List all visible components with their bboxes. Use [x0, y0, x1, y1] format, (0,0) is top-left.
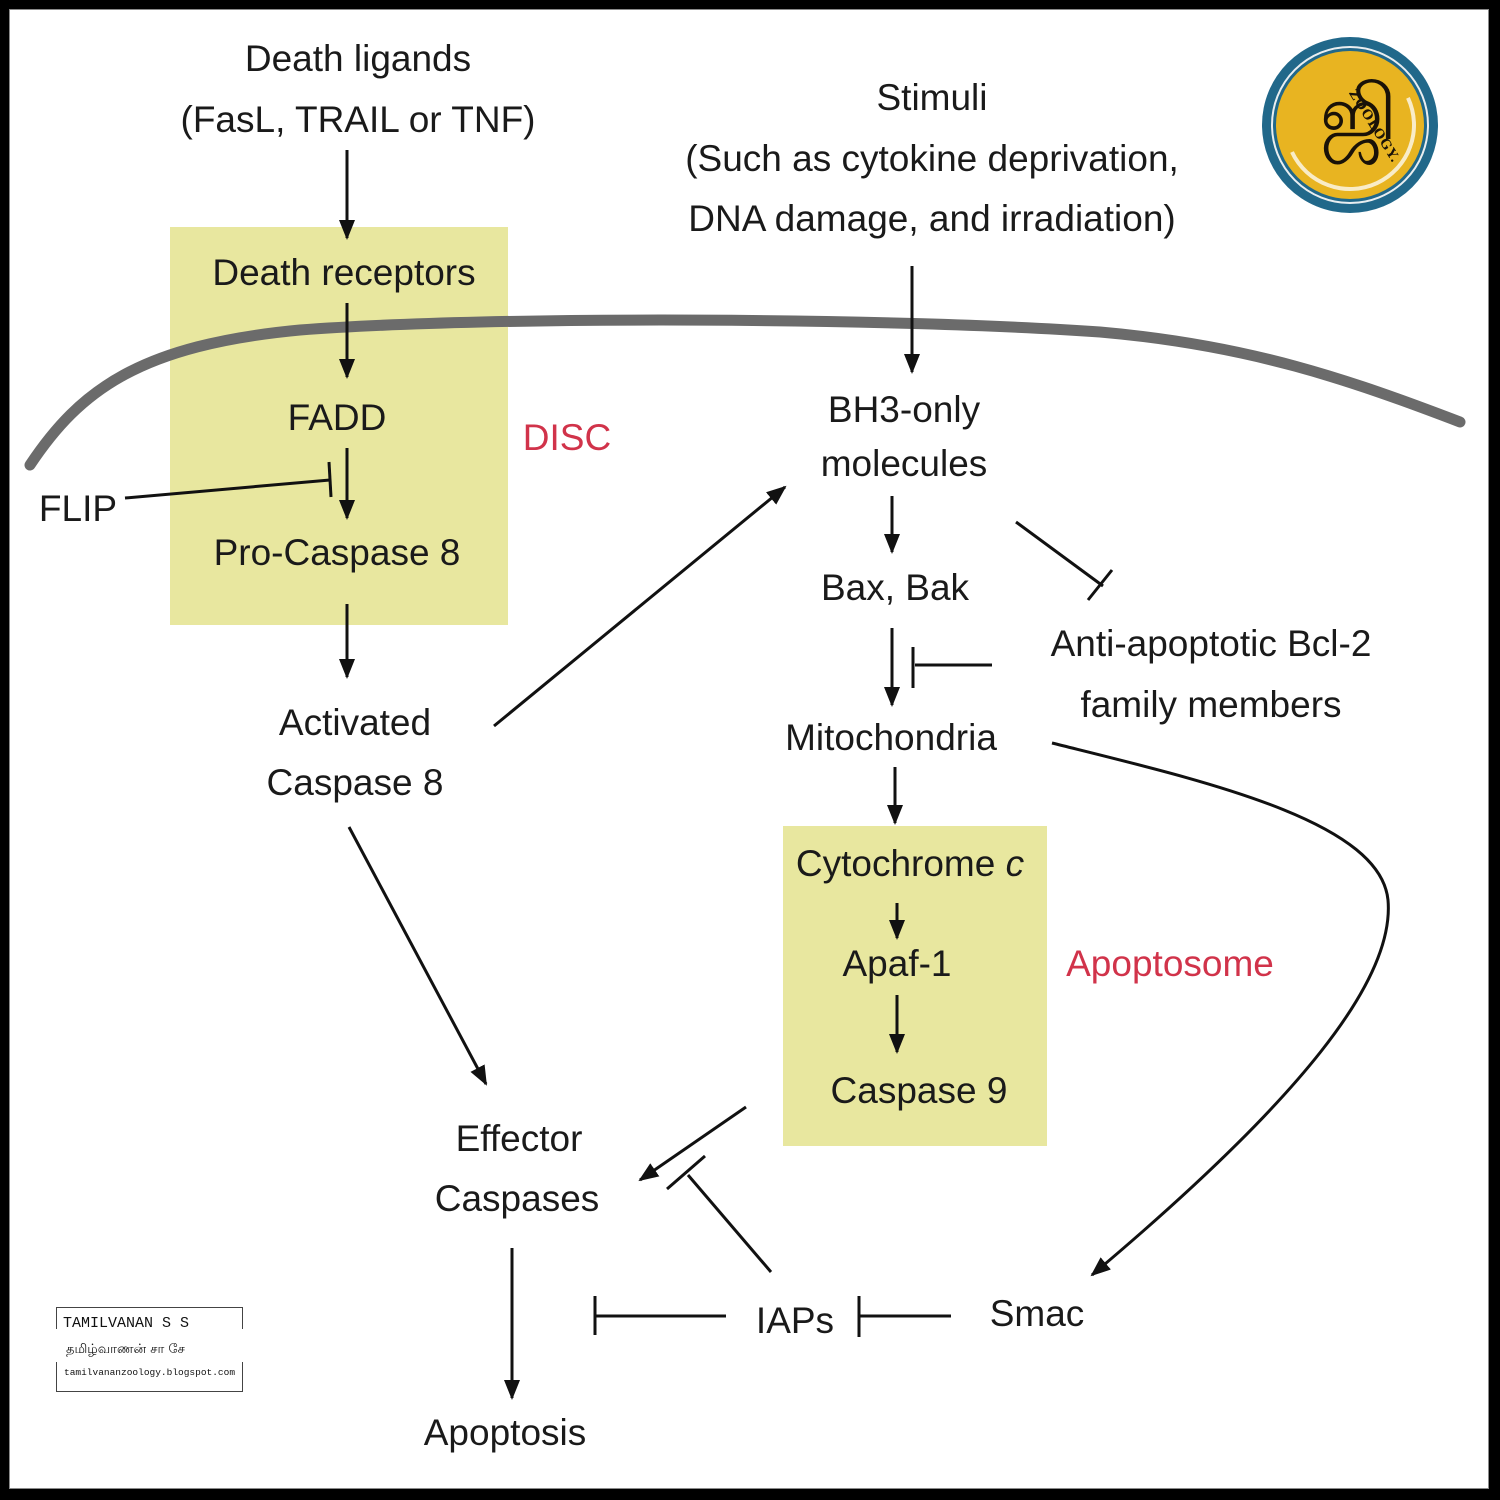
label-disc: DISC	[523, 417, 611, 458]
logo-disc	[1276, 51, 1424, 199]
label-bax-bak: Bax, Bak	[821, 567, 970, 608]
label-effector: Effector	[456, 1118, 583, 1159]
zoology-logo: ஜி ZOOLOGY.	[1262, 37, 1438, 213]
label-mitochondria: Mitochondria	[785, 717, 997, 758]
cytochrome-c-italic: c	[1006, 843, 1025, 884]
inhibit-bh3-bar	[1086, 569, 1114, 601]
cytochrome-text: Cytochrome	[796, 843, 1006, 884]
logo-tamil-glyph-icon: ஜி	[1320, 68, 1398, 157]
label-apoptosis: Apoptosis	[424, 1412, 587, 1453]
label-apaf-1: Apaf-1	[842, 943, 951, 984]
arrow-caspase9-to-effector	[638, 1105, 747, 1182]
label-pro-caspase-8: Pro-Caspase 8	[214, 532, 461, 573]
credit-right-border-bottom	[242, 1362, 243, 1392]
label-bh3-molecules: molecules	[821, 443, 988, 484]
author-credit-box: TAMILVANAN S S தமிழ்வாணன் சா சே tamilvan…	[56, 1307, 243, 1392]
label-fadd: FADD	[288, 397, 387, 438]
credit-blog-url: tamilvananzoology.blogspot.com	[64, 1367, 236, 1378]
label-activated: Activated	[279, 702, 431, 743]
label-caspase-9: Caspase 9	[831, 1070, 1008, 1111]
label-apoptosome: Apoptosome	[1066, 943, 1274, 984]
label-stimuli-sub2: DNA damage, and irradiation)	[688, 198, 1175, 239]
inhibit-bh3-line	[1015, 520, 1104, 588]
label-flip: FLIP	[39, 488, 117, 529]
inhibit-iaps-diag-bar	[666, 1154, 706, 1191]
label-caspases: Caspases	[435, 1178, 600, 1219]
label-death-ligands: Death ligands	[245, 38, 471, 79]
credit-right-border-top	[242, 1307, 243, 1329]
label-stimuli: Stimuli	[876, 77, 987, 118]
label-death-ligands-sub: (FasL, TRAIL or TNF)	[181, 99, 536, 140]
arrow-caspase8-to-bh3	[493, 485, 787, 728]
inhibit-flip-bar	[327, 461, 333, 498]
label-family-members: family members	[1080, 684, 1341, 725]
arrow-caspase8-to-effector	[347, 826, 488, 1086]
credit-tamil-name: தமிழ்வாணன் சா சே	[66, 1342, 185, 1357]
inhibit-flip-line	[124, 478, 331, 500]
label-bh3-only: BH3-only	[828, 389, 981, 430]
credit-left-border-bottom	[56, 1362, 57, 1392]
label-anti-apoptotic: Anti-apoptotic Bcl-2	[1051, 623, 1372, 664]
label-stimuli-sub1: (Such as cytokine deprivation,	[685, 138, 1179, 179]
disc-complex-box	[170, 227, 508, 625]
credit-author-name: TAMILVANAN S S	[63, 1315, 190, 1332]
label-cytochrome-c: Cytochrome c	[796, 843, 1025, 884]
inhibit-iaps-diag-line	[686, 1174, 773, 1273]
logo-inner-ring	[1271, 46, 1429, 204]
arrow-mito-to-smac	[1051, 741, 1390, 1277]
credit-top-border	[56, 1307, 243, 1308]
credit-left-border-top	[56, 1307, 57, 1329]
label-smac: Smac	[990, 1293, 1085, 1334]
credit-bottom-border	[56, 1391, 243, 1392]
label-caspase-8: Caspase 8	[267, 762, 444, 803]
apoptosome-complex-box	[783, 826, 1047, 1146]
label-death-receptors: Death receptors	[212, 252, 475, 293]
label-iaps: IAPs	[756, 1300, 834, 1341]
cell-membrane	[24, 314, 1466, 471]
